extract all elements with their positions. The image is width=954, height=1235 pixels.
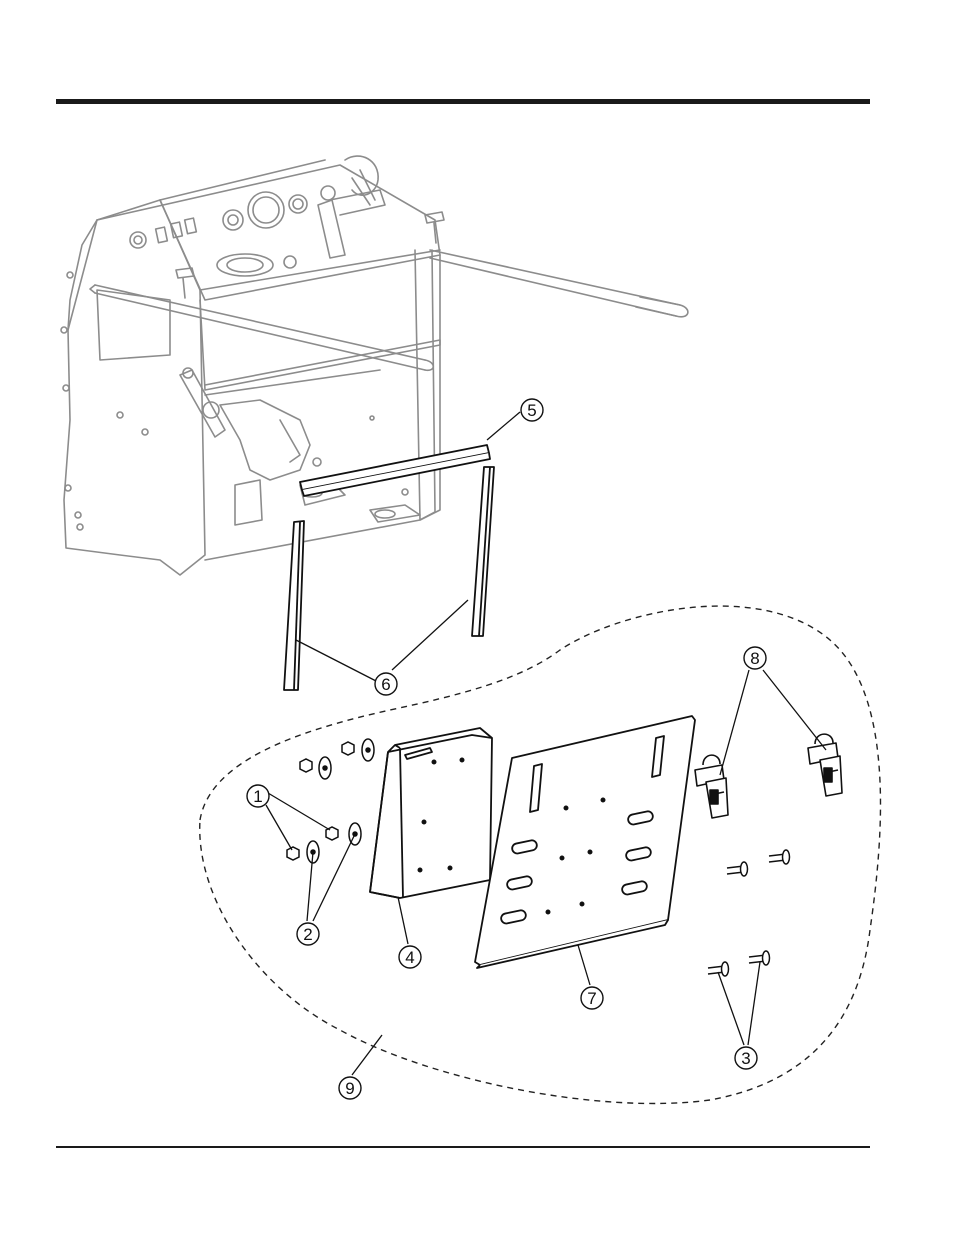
balloon-7-label: 7 <box>587 989 596 1008</box>
balloon-4: 4 <box>399 946 421 968</box>
balloon-4-label: 4 <box>405 948 414 967</box>
balloon-1: 1 <box>247 785 269 807</box>
balloon-3: 3 <box>735 1047 757 1069</box>
balloon-9: 9 <box>339 1077 361 1099</box>
balloon-9-label: 9 <box>345 1079 354 1098</box>
bottom-rule <box>56 1146 870 1148</box>
cover-box <box>370 728 492 898</box>
balloon-8: 8 <box>744 647 766 669</box>
latch-right <box>808 734 842 796</box>
carriage-bolts <box>708 850 790 976</box>
seal-strip-vertical-right <box>472 467 494 636</box>
mounting-plate <box>475 716 695 968</box>
balloon-6-label: 6 <box>381 675 390 694</box>
top-rule <box>56 99 870 104</box>
seal-strip-horizontal <box>300 445 490 496</box>
flat-washers <box>307 739 374 863</box>
balloon-5-label: 5 <box>527 401 536 420</box>
seal-strip-vertical-left <box>284 521 304 690</box>
balloon-8-label: 8 <box>750 649 759 668</box>
balloon-7: 7 <box>581 987 603 1009</box>
balloon-2: 2 <box>297 923 319 945</box>
balloon-6: 6 <box>375 673 397 695</box>
balloon-2-label: 2 <box>303 925 312 944</box>
machine-frame-illustration <box>61 156 688 575</box>
balloon-5: 5 <box>521 399 543 421</box>
balloon-3-label: 3 <box>741 1049 750 1068</box>
balloon-1-label: 1 <box>253 787 262 806</box>
